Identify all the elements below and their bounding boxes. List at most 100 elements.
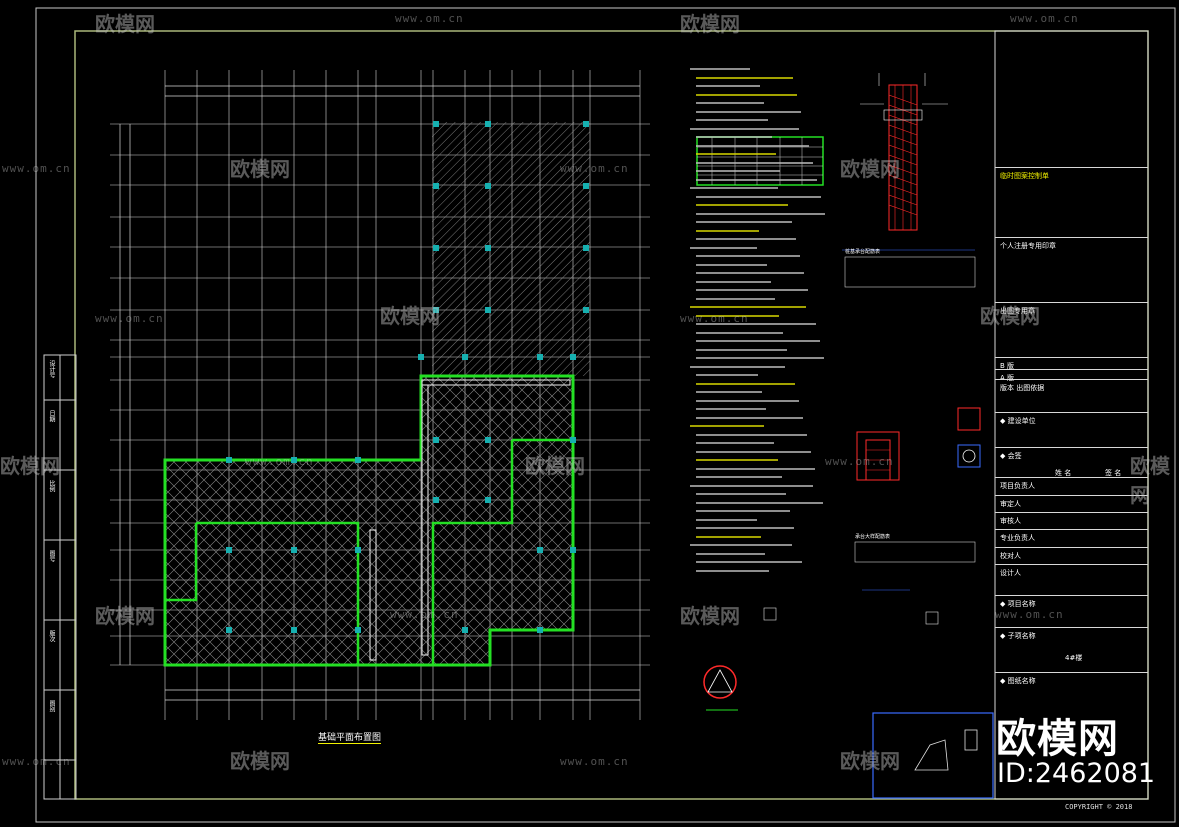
pile-marker [226, 547, 232, 553]
note-line [696, 501, 823, 504]
note-line [696, 348, 787, 351]
note-line [696, 195, 821, 198]
title-block-label: 项目负责人 [1000, 482, 1035, 490]
note-line [696, 204, 788, 206]
note-line [696, 527, 794, 529]
note-line [696, 110, 801, 113]
watermark-url: www.om.cn [245, 455, 314, 468]
raft-foundation-inner-2 [165, 523, 198, 602]
watermark-brand: 欧模网 [230, 749, 290, 773]
title-block-label: 个人注册专用印章 [1000, 242, 1056, 250]
note-line [696, 399, 799, 402]
left-strip-labels: 设计号日期比例图号版次图别 [44, 355, 60, 799]
left-strip-label: 日期 [48, 410, 55, 422]
subitem-value: 4#楼 [1065, 654, 1083, 662]
pile-marker [226, 457, 232, 463]
title-block-divider [995, 564, 1148, 565]
watermark-url: www.om.cn [390, 608, 459, 621]
note-line [696, 518, 757, 521]
copyright-text: COPYRIGHT © 2018 [1065, 803, 1133, 811]
pile-marker [462, 354, 468, 360]
sign-header: 签 名 [1105, 469, 1122, 477]
watermark-brand: 欧模网 [680, 604, 740, 628]
note-line [696, 229, 759, 232]
watermark-brand: 欧模网 [230, 157, 290, 181]
pile-marker [537, 354, 543, 360]
note-line [690, 544, 792, 546]
key-plan-frame [872, 712, 994, 799]
note-line [696, 408, 766, 410]
note-line [696, 255, 800, 257]
key-plan-shape [914, 739, 949, 771]
note-line [696, 178, 817, 181]
note-line [696, 272, 804, 274]
sign-header: 姓 名 [1055, 469, 1072, 477]
brand-id-text: ID:2462081 [997, 758, 1156, 789]
note-line [696, 493, 786, 495]
note-line [696, 93, 797, 96]
title-block-divider [995, 477, 1148, 478]
hatch-area-upper [432, 122, 590, 376]
title-block-label: ◆ 项目名称 [1000, 600, 1036, 608]
note-line [690, 306, 806, 308]
title-block-label: 出图专用章 [1000, 307, 1035, 315]
pile-marker [485, 183, 491, 189]
note-line [696, 144, 809, 147]
pile-marker [433, 245, 439, 251]
pile-marker [433, 121, 439, 127]
note-line [696, 433, 807, 436]
note-line [696, 552, 765, 555]
note-line [690, 187, 778, 189]
title-block-divider [995, 167, 1148, 168]
note-line [696, 382, 795, 385]
pile-marker [583, 121, 589, 127]
watermark-url: www.om.cn [2, 755, 71, 768]
pile-marker [485, 497, 491, 503]
pile-marker [433, 183, 439, 189]
pile-marker [355, 547, 361, 553]
watermark-url: www.om.cn [680, 312, 749, 325]
left-strip-label: 版次 [48, 630, 55, 642]
left-strip-label: 设计号 [48, 360, 55, 378]
note-line [696, 476, 782, 478]
plan-title: 基础平面布置图 [318, 730, 382, 744]
brand-logo-text: 欧模网 [996, 716, 1119, 762]
wall-strip-3 [421, 384, 429, 656]
watermark-brand: 欧模网 [980, 304, 1040, 328]
note-line [696, 153, 776, 155]
title-block-divider [995, 447, 1148, 448]
title-block-divider [995, 512, 1148, 513]
watermark-url: www.om.cn [825, 455, 894, 468]
title-block-divider [995, 547, 1148, 548]
pile-marker [537, 627, 543, 633]
title-block-divider [995, 369, 1148, 370]
outer-frame [35, 7, 1176, 823]
watermark-url: www.om.cn [2, 162, 71, 175]
title-block-divider [995, 379, 1148, 380]
title-block-divider [995, 672, 1148, 673]
title-block-divider [995, 357, 1148, 358]
note-line [696, 212, 825, 215]
title-block-divider [995, 529, 1148, 530]
watermark-url: www.om.cn [395, 12, 464, 25]
key-plan-block [964, 729, 978, 751]
detail-table-title-2: 承台大样配筋表 [855, 534, 891, 540]
title-block-divider [995, 237, 1148, 238]
wall-strip [421, 379, 571, 386]
watermark-brand: 欧模网 [680, 12, 740, 36]
note-line [696, 391, 762, 393]
watermark-url: www.om.cn [560, 162, 629, 175]
note-line [696, 357, 824, 359]
detail-table-2 [854, 541, 976, 563]
note-line [696, 510, 790, 512]
title-block-label: A 版 [1000, 374, 1015, 382]
note-line [696, 569, 769, 572]
left-strip-lines [44, 355, 76, 799]
pile-marker [537, 547, 543, 553]
pile-marker [433, 307, 439, 313]
title-block-divider [995, 627, 1148, 628]
pile-marker [433, 497, 439, 503]
anchor-detail [703, 665, 738, 711]
left-strip-label: 图号 [48, 550, 55, 562]
pile-marker [355, 627, 361, 633]
